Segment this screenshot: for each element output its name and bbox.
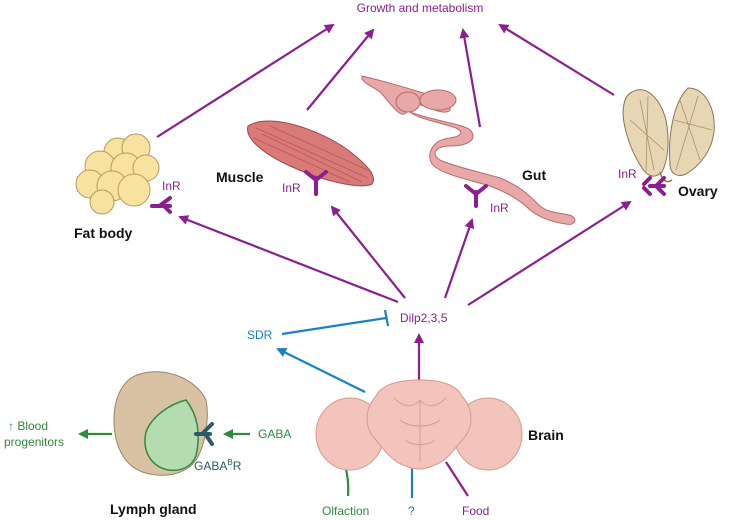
arrow-muscle-to-growth xyxy=(306,28,375,111)
ovary-label: Ovary xyxy=(678,183,718,199)
gut-label: Gut xyxy=(522,167,546,183)
brain-icon xyxy=(315,379,523,471)
arrow-gut-to-growth xyxy=(459,28,482,128)
arrow-brain-to-sdr xyxy=(276,348,366,393)
arrow-dilp-to-gut xyxy=(443,218,475,299)
growth-label: Growth and metabolism xyxy=(357,1,484,15)
food-label: Food xyxy=(462,504,489,518)
arrow-ovary-to-growth xyxy=(498,23,615,96)
unknown-input-label: ? xyxy=(408,504,415,518)
inr-fat-label: InR xyxy=(162,179,181,193)
arrow-dilp-to-fat xyxy=(178,215,399,304)
lymph-gland-icon xyxy=(113,371,208,476)
fat-body-label: Fat body xyxy=(74,225,133,241)
inr-receptor-muscle-icon xyxy=(304,170,328,196)
inr-ovary-label: InR xyxy=(618,167,637,181)
inr-receptor-ovary-icon xyxy=(642,176,666,196)
blood-progenitors-line2: progenitors xyxy=(4,435,64,449)
fat-body-cells-icon xyxy=(75,133,160,215)
inr-receptor-gut-icon xyxy=(464,184,488,208)
inhibit-sdr-to-dilp xyxy=(281,316,387,336)
inhibit-bar xyxy=(383,309,390,327)
arrow-fat-to-growth xyxy=(156,23,335,138)
ovary-pair-icon xyxy=(622,87,715,183)
growth-arrows xyxy=(156,23,615,138)
dilp-label: Dilp2,3,5 xyxy=(400,311,448,325)
blood-progenitors-line1: ↑ Blood xyxy=(8,419,48,433)
inr-muscle-label: InR xyxy=(282,181,301,195)
sdr-links xyxy=(276,309,414,498)
inr-receptor-fat-icon xyxy=(150,196,172,214)
sdr-label: SDR xyxy=(247,328,273,342)
gaba-b-receptor-icon xyxy=(194,422,214,446)
olfaction-label: Olfaction xyxy=(322,504,369,518)
brain-label: Brain xyxy=(528,427,564,443)
gut-tube-icon xyxy=(361,75,576,225)
arrow-dilp-to-ovary xyxy=(467,200,632,306)
lymph-gland-label: Lymph gland xyxy=(110,501,197,517)
arrow-dilp-to-muscle xyxy=(330,205,406,299)
muscle-label: Muscle xyxy=(216,169,264,185)
dilp-arrows xyxy=(178,200,632,384)
gaba-label: GABA xyxy=(258,427,291,441)
muscle-tissue-icon xyxy=(247,120,374,187)
gaba-b-r-label: GABABR xyxy=(194,458,242,473)
inr-gut-label: InR xyxy=(490,201,509,215)
food-input-line xyxy=(445,461,469,497)
